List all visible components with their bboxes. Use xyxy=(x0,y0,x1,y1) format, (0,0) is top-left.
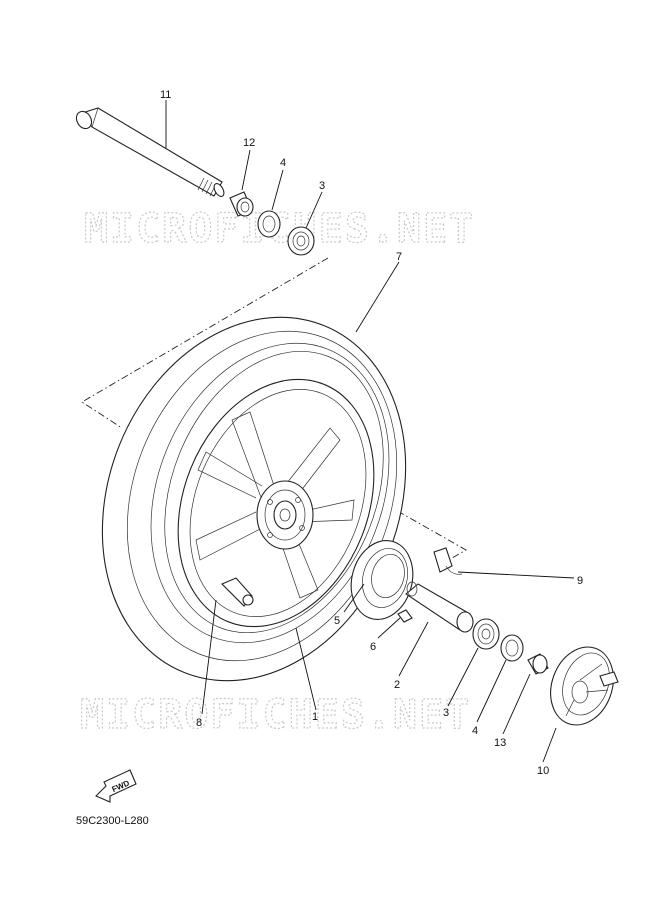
part-axle[interactable] xyxy=(73,107,226,198)
part-gear-unit[interactable] xyxy=(540,638,624,734)
callout-10: 10 xyxy=(537,765,549,777)
part-bolt[interactable] xyxy=(397,609,413,623)
callout-12: 12 xyxy=(243,137,255,149)
callout-7: 7 xyxy=(396,251,402,263)
part-spacer[interactable] xyxy=(405,581,474,633)
part-oil-seal-lower[interactable] xyxy=(500,634,524,662)
callout-6: 6 xyxy=(370,641,376,653)
callout-4-lower: 4 xyxy=(472,725,478,737)
diagram-code: 59C2300-L280 xyxy=(76,815,149,827)
callout-2: 2 xyxy=(394,679,400,691)
wheel-hub xyxy=(256,480,314,550)
wheel-spokes xyxy=(195,411,355,599)
callout-3-lower: 3 xyxy=(443,707,449,719)
callout-numbers: 11 12 4 3 7 9 5 6 2 3 4 13 10 1 8 xyxy=(160,89,583,777)
forward-arrow-icon: FWD xyxy=(95,769,137,803)
leader-lines xyxy=(165,100,575,763)
part-wheel-assembly[interactable] xyxy=(50,271,459,726)
part-bearing-upper[interactable] xyxy=(287,226,315,256)
callout-4-upper: 4 xyxy=(280,157,286,169)
watermark-bottom: MICROFICHES.NET xyxy=(80,692,471,738)
part-brake-disc[interactable] xyxy=(343,534,422,627)
callout-1: 1 xyxy=(312,711,318,723)
part-collar-lower[interactable] xyxy=(527,653,549,675)
part-valve[interactable] xyxy=(221,577,254,607)
callout-11: 11 xyxy=(160,89,171,101)
callout-8: 8 xyxy=(196,717,202,729)
callout-3-upper: 3 xyxy=(319,180,325,192)
part-oil-seal-upper[interactable] xyxy=(257,210,281,238)
callout-13: 13 xyxy=(494,737,506,749)
part-collar-upper[interactable] xyxy=(229,191,254,217)
callout-5: 5 xyxy=(334,615,340,627)
assembly-guide-lines xyxy=(81,257,467,567)
part-clip[interactable] xyxy=(433,547,463,575)
callout-9: 9 xyxy=(577,575,583,587)
part-bearing-lower[interactable] xyxy=(472,618,500,650)
